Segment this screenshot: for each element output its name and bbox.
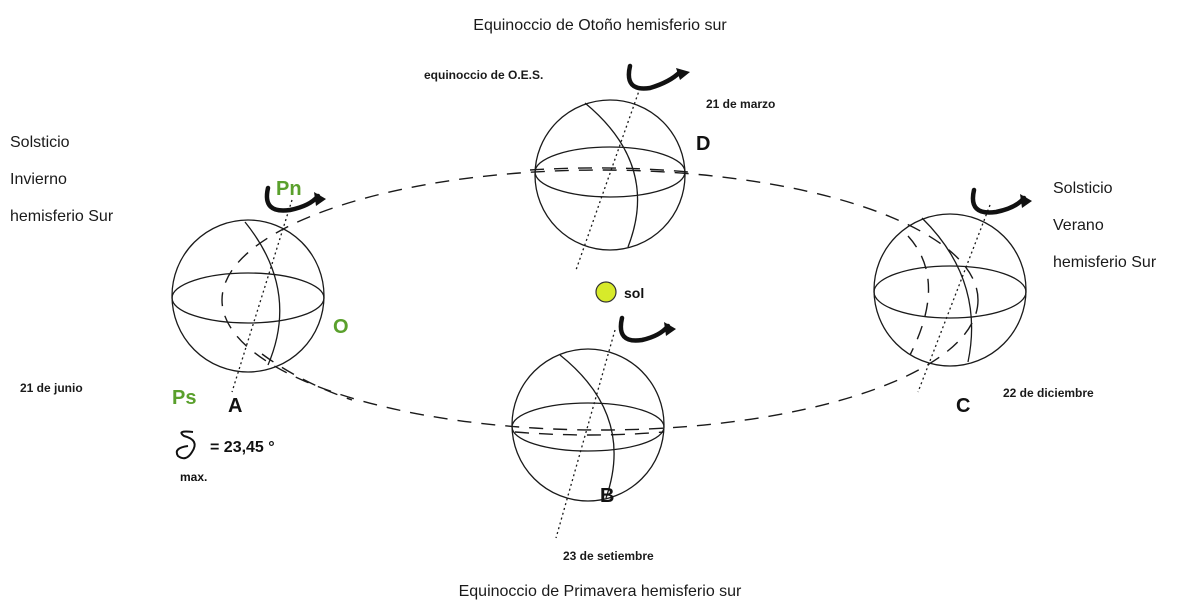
right-season-line-3: hemisferio Sur [1053,254,1157,271]
rotation-arrow-d [626,63,683,91]
left-season-line-1: Solsticio [10,134,70,151]
left-season-line-3: hemisferio Sur [10,208,114,225]
globe-c [873,187,1032,393]
globe-a [171,185,326,393]
origin-label: O [333,316,349,338]
equinox-oes-label: equinoccio de O.E.S. [424,68,543,82]
pole-north-label: Pn [276,178,302,200]
orbit-front-top [529,167,689,173]
left-season-line-2: Invierno [10,171,67,188]
position-d: D [696,133,710,155]
position-b: B [600,485,614,507]
rotation-arrow-b [618,315,671,343]
right-season-line-2: Verano [1053,217,1104,234]
formula-sub: max. [180,470,207,484]
date-d-label: 21 de marzo [706,97,775,111]
orbit-front-left [261,353,353,401]
date-a-label: 21 de junio [20,381,83,395]
formula-value: = 23,45 ° [210,439,275,456]
bottom-title: Equinoccio de Primavera hemisferio sur [459,583,742,600]
orbit-path [221,169,979,431]
sun-marker [595,281,617,303]
delta-symbol-icon [175,430,196,460]
rotation-arrow-c [970,187,1027,215]
sun-label: sol [624,285,644,301]
globe-b [511,315,676,539]
top-title: Equinoccio de Otoño hemisferio sur [473,17,727,34]
position-c: C [956,395,970,417]
pole-south-label: Ps [172,387,196,409]
rotation-arrow-a [264,185,321,213]
date-b-label: 23 de setiembre [563,549,654,563]
orbit-front-right [907,235,930,356]
right-season-line-1: Solsticio [1053,180,1113,197]
position-a: A [228,395,242,417]
orbit-front-bottom [514,431,665,436]
date-c-label: 22 de diciembre [1003,386,1094,400]
